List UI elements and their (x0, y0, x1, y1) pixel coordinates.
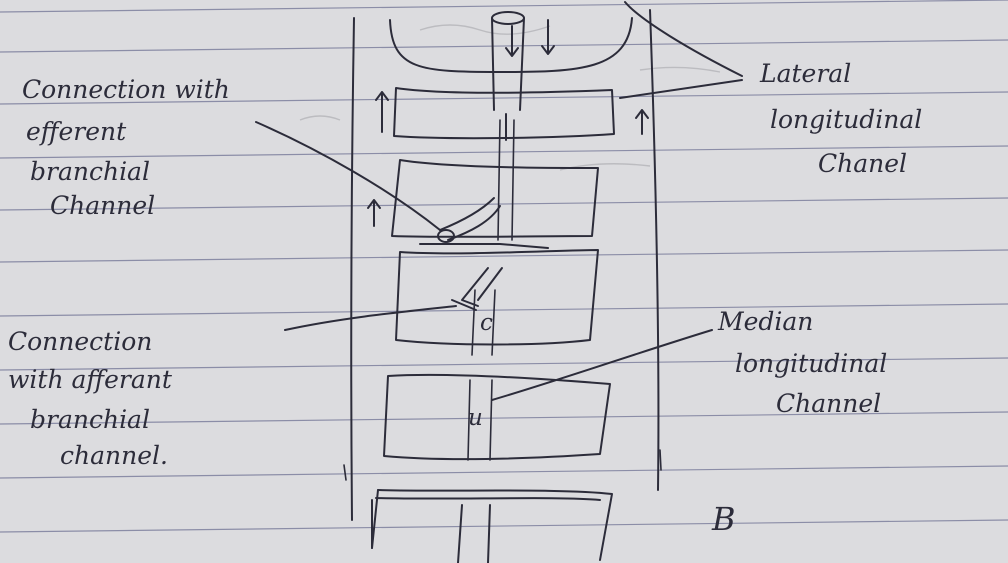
label-efferent-line1: Connection with (22, 75, 230, 104)
label-median-line3: Channel (776, 389, 881, 418)
label-afferent-connection: Connection with afferant branchial chann… (8, 327, 173, 470)
label-afferent-line3: branchial (30, 405, 150, 434)
median-longitudinal-channel: u c (458, 12, 524, 563)
segment-box-2 (392, 160, 598, 237)
label-median-line1: Median (717, 307, 813, 336)
label-lateral-longitudinal: Lateral longitudinal Chanel (759, 59, 922, 178)
label-lateral-line2: longitudinal (770, 105, 922, 134)
segment-mark-c: c (480, 310, 493, 336)
figure-letter: B (711, 500, 736, 538)
label-efferent-line4: Channel (50, 191, 155, 220)
label-lateral-line3: Chanel (818, 149, 907, 178)
segment-box-1 (394, 88, 614, 138)
label-efferent-line3: branchial (30, 157, 150, 186)
segment-mark: u (468, 405, 483, 431)
label-afferent-line4: channel. (60, 441, 168, 470)
label-median-line2: longitudinal (735, 349, 887, 378)
label-efferent-line2: efferent (26, 117, 127, 146)
label-efferent-connection: Connection with efferent branchial Chann… (22, 75, 230, 220)
lateral-longitudinal-channel-lines (344, 10, 661, 520)
label-afferent-line1: Connection (8, 327, 152, 356)
label-lateral-line1: Lateral (759, 59, 851, 88)
label-median-longitudinal: Median longitudinal Channel (717, 307, 887, 418)
label-afferent-line2: with afferant (8, 365, 173, 394)
segment-box-3 (396, 250, 598, 345)
